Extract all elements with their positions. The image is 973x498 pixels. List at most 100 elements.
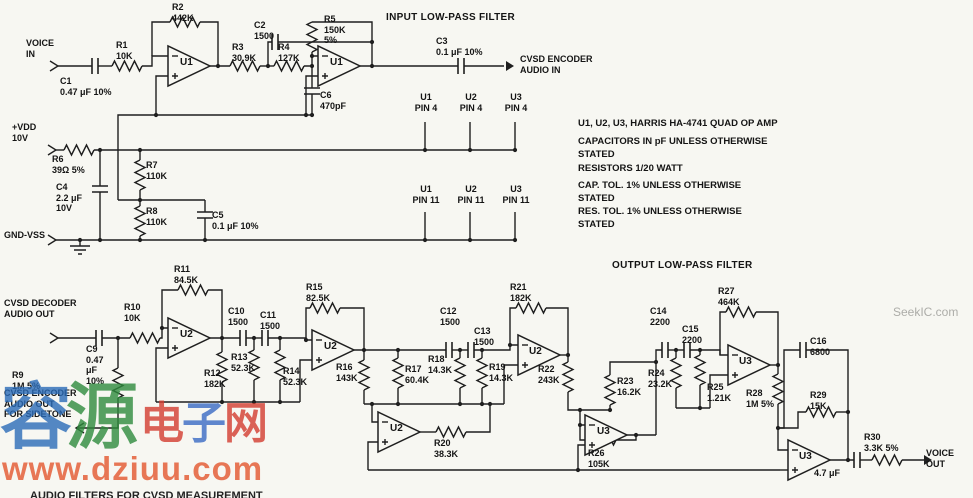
resistor-symbol (111, 59, 143, 73)
junction-dot (607, 407, 613, 413)
label-r27: R27 464K (718, 286, 740, 307)
junction-dot (277, 399, 283, 405)
cvsd-decoder-audio-out-label: CVSD DECODER AUDIO OUT (4, 298, 77, 319)
capacitor-symbol (92, 185, 108, 193)
resistor-symbol (273, 59, 305, 73)
junction-dot (309, 112, 315, 118)
capacitor-symbol (457, 58, 465, 74)
junction-dot (251, 399, 257, 405)
junction-dot (303, 337, 309, 343)
signal-arrow (506, 61, 514, 71)
watermark-cn-char2: 源 (66, 378, 139, 458)
wire (200, 21, 219, 66)
resistor-symbol (305, 21, 319, 53)
label-r1: R1 10K (116, 40, 133, 61)
label-c9: C9 0.47 μF 10% (86, 344, 105, 386)
capacitor-symbol (445, 342, 453, 358)
junction-dot (202, 237, 208, 243)
wire (142, 55, 168, 67)
wire (305, 75, 318, 115)
wire (577, 444, 585, 470)
u2-pin4-label: U2 PIN 4 (459, 92, 483, 113)
resistor-symbol (391, 357, 405, 389)
resistor-symbol (229, 59, 261, 73)
terminal-arrow (49, 60, 60, 72)
label-r26: R26 105K (588, 448, 610, 469)
resistor-symbol (771, 373, 785, 405)
junction-dot (422, 237, 428, 243)
label-r23: R23 16.2K (617, 376, 642, 397)
opamp-label-u2d: U2 (529, 346, 542, 357)
junction-dot (512, 147, 518, 153)
junction-dot (265, 63, 271, 69)
label-r7: R7 110K (146, 160, 168, 181)
label-c16: C16 6800 (810, 336, 831, 357)
junction-dot (673, 347, 679, 353)
wire (371, 404, 378, 423)
label-c11: C11 1500 (260, 310, 281, 331)
junction-dot (137, 237, 143, 243)
junction-dot (77, 237, 83, 243)
label-r17: R17 60.4K (405, 364, 430, 385)
wire (305, 307, 310, 340)
resistor-symbol (453, 357, 467, 389)
label-c10: C10 1500 (228, 306, 249, 327)
label-r28: R28 1M 5% (746, 388, 775, 409)
junction-dot (697, 405, 703, 411)
capacitor-symbol (239, 330, 247, 346)
capacitor-symbol (271, 34, 279, 50)
junction-dot (575, 467, 581, 473)
wire (709, 374, 728, 408)
terminal-arrow (47, 234, 58, 246)
label-r30: R30 3.3K 5% (864, 432, 899, 453)
terminal-arrow (74, 422, 85, 434)
junction-dot (361, 347, 367, 353)
label-r19: R19 14.3K (489, 362, 514, 383)
label-c1: C1 0.47 μF 10% (60, 76, 112, 97)
junction-dot (159, 325, 165, 331)
capacitor-symbol (304, 87, 320, 95)
junction-dot (219, 335, 225, 341)
wire (756, 311, 779, 365)
resistor-symbol (309, 301, 341, 315)
wire (267, 41, 272, 66)
junction-dot (215, 63, 221, 69)
resistor-symbol (273, 349, 287, 381)
wire (546, 307, 569, 355)
resistor-symbol (475, 357, 489, 389)
label-r21: R21 182K (510, 282, 532, 303)
wire (208, 289, 223, 338)
junction-dot (467, 147, 473, 153)
junction-dot (219, 399, 225, 405)
figure-caption: AUDIO FILTERS FOR CVSD MEASUREMENT (30, 490, 263, 498)
opamp-symbol (584, 413, 629, 457)
wire (690, 349, 728, 356)
junction-dot (395, 347, 401, 353)
label-r11: R11 84.5K (174, 264, 199, 285)
label-r15: R15 82.5K (306, 282, 331, 303)
terminal-arrow (47, 144, 58, 156)
junction-dot (845, 409, 851, 415)
opamp-label-u1a: U1 (180, 57, 193, 68)
wire (777, 404, 788, 451)
label-r2: R2 442K (172, 2, 194, 23)
capacitor-symbol (853, 452, 861, 468)
junction-dot (422, 147, 428, 153)
label-r4: R4 127K (278, 42, 300, 63)
resistor-symbol (725, 305, 757, 319)
opamp-symbol (167, 316, 212, 360)
junction-dot (303, 112, 309, 118)
label-r22: R22 243K (538, 364, 560, 385)
watermark-cn-char4: 子 (182, 399, 226, 448)
junction-dot (369, 39, 375, 45)
resistor-symbol (177, 283, 209, 297)
vdd-label: +VDD 10V (12, 122, 37, 143)
opamp-symbol (311, 328, 356, 372)
junction-dot (309, 63, 315, 69)
resistor-symbol (693, 354, 707, 386)
watermark-cn-char5: 网 (224, 399, 268, 448)
capacitor-symbol (661, 342, 669, 358)
junction-dot (277, 335, 283, 341)
label-r25: R25 1.21K (707, 382, 732, 403)
opamp-plus-mark (792, 467, 798, 473)
